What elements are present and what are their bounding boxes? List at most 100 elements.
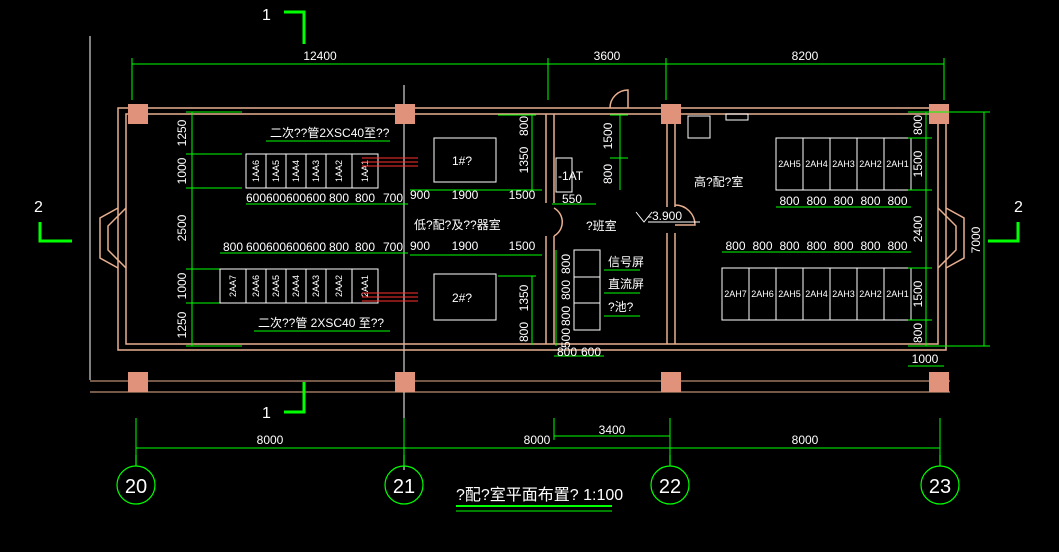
- top-dimensions: [89, 36, 945, 380]
- right-dim-1: 800: [911, 115, 925, 135]
- ah-top-dim: 800: [806, 194, 826, 208]
- dim-bottom-3: 3400: [599, 423, 626, 437]
- ah-top-cabinet-box: [883, 137, 912, 191]
- drawing-title: ?配?室平面布置? 1:100: [456, 486, 623, 504]
- right-vertical-dims: [908, 111, 990, 367]
- at-dim-550: 550: [562, 192, 582, 206]
- t1-side: 1350: [517, 146, 531, 173]
- bottom-dimensions: [135, 418, 941, 455]
- room-low-voltage: 低?配?及??器室: [414, 217, 501, 232]
- t1-margin: 800: [517, 116, 531, 136]
- aa-bot-dim: 700: [383, 240, 403, 254]
- aa-bot-dim: 600: [306, 240, 326, 254]
- ah-bot-dim: 800: [806, 239, 826, 253]
- aa-top-cabinet-label: 1AA1: [360, 160, 370, 182]
- ah-bot-cabinet-label: 2AH3: [832, 289, 855, 299]
- right-bottom-dim: 1000: [912, 352, 939, 366]
- aa-bot-dim: 600: [286, 240, 306, 254]
- row-dim-bot-a: 900: [410, 239, 430, 253]
- ah-bot-cabinet-label: 2AH6: [751, 289, 774, 299]
- conduit-bottom-label: 二次??管 2XSC40 至??: [258, 315, 384, 330]
- aa-top-dim: 700: [383, 191, 403, 205]
- at-panel: [552, 114, 628, 205]
- aa-bot-cabinet-label: 2AA2: [334, 275, 344, 297]
- columns: [128, 104, 949, 392]
- duty-panel-signal: 信号屏: [608, 255, 644, 269]
- at-dim-800: 800: [601, 164, 615, 184]
- section-mark-left: 2: [34, 199, 43, 216]
- right-dim-4: 1500: [911, 280, 925, 307]
- ah-top-dim: 800: [860, 194, 880, 208]
- at-dim-1500: 1500: [601, 122, 615, 149]
- aa-top-dim: 800: [329, 191, 349, 205]
- ah-bot-cabinet-label: 2AH5: [778, 289, 801, 299]
- aa-top-dim: 600: [266, 191, 286, 205]
- row-dim-top-b: 1500: [509, 188, 536, 202]
- axis-label-20: 20: [125, 476, 147, 498]
- ah-bot-cabinet-box: [883, 267, 912, 321]
- level-mark: [635, 211, 700, 223]
- ah-bot-dim: 800: [833, 239, 853, 253]
- left-dim-5: 1250: [175, 311, 189, 338]
- ah-top-dim: 800: [887, 194, 907, 208]
- row-dim-top-a: 900: [410, 188, 430, 202]
- aa-top-dim: 600: [286, 191, 306, 205]
- room-high-voltage: 高?配?室: [694, 174, 743, 189]
- dim-top-3: 8200: [792, 49, 819, 63]
- aa-bot-cabinet-label: 2AA3: [311, 275, 321, 297]
- right-dim-2: 1500: [911, 150, 925, 177]
- duty-panels: [554, 249, 640, 357]
- ah-top-cabinet-label: 2AH4: [805, 159, 828, 169]
- left-dim-1: 1250: [175, 119, 189, 146]
- axis-bubbles: [116, 455, 960, 505]
- aa-bot-dim: 600: [266, 240, 286, 254]
- aa-top-cabinet-label: 1AA4: [291, 160, 301, 182]
- aa-top-dim: 800: [355, 191, 375, 205]
- duty-dim-2: 800: [559, 280, 573, 300]
- right-dim-5: 800: [911, 323, 925, 343]
- ah-bot-cabinet-label: 2AH7: [724, 289, 747, 299]
- ah-top-dim: 800: [833, 194, 853, 208]
- dim-bottom-2: 8000: [524, 433, 551, 447]
- transformers: [410, 114, 542, 345]
- ah-bot-cabinet-label: 2AH4: [805, 289, 828, 299]
- axis-label-23: 23: [929, 476, 951, 498]
- left-dim-3: 2500: [175, 214, 189, 241]
- aa-bot-cabinet-label: 2AA5: [271, 275, 281, 297]
- t2-side: 1350: [517, 284, 531, 311]
- floor-level: -3.900: [648, 209, 682, 223]
- aa-top-cabinet-label: 1AA5: [271, 160, 281, 182]
- aa-top-cabinet-box: [351, 153, 379, 189]
- dim-bottom-4: 8000: [792, 433, 819, 447]
- left-dim-4: 1000: [175, 272, 189, 299]
- ah-bot-dim: 800: [752, 239, 772, 253]
- aa-top-cabinet-label: 1AA6: [251, 160, 261, 182]
- axis-label-22: 22: [659, 476, 681, 498]
- aa-bot-dim: 800: [355, 240, 375, 254]
- aa-bot-dim: 800: [223, 240, 243, 254]
- room-duty: ?班室: [586, 218, 617, 233]
- ah-top-cabinet-label: 2AH2: [859, 159, 882, 169]
- aa-bot-dim: 600: [246, 240, 266, 254]
- duty-dim-3: 800: [559, 306, 573, 326]
- ah-bot-cabinet-label: 2AH2: [859, 289, 882, 299]
- conduit-top-label: 二次??管2XSC40至??: [270, 125, 390, 140]
- duty-dim-1: 800: [559, 254, 573, 274]
- aa-bot-cabinet-label: 2AA1: [360, 275, 370, 297]
- left-dim-2: 1000: [175, 157, 189, 184]
- transformer-1-label: 1#?: [452, 154, 472, 168]
- duty-panel-battery: ?池?: [608, 300, 634, 314]
- duty-dim-4: 500: [559, 328, 573, 348]
- section-mark-bottom: 1: [262, 405, 271, 422]
- aa-top-dim: 600: [246, 191, 266, 205]
- ah-top-dim: 800: [779, 194, 799, 208]
- aa-top-cabinet-label: 1AA3: [311, 160, 321, 182]
- aa-bot-cabinet-label: 2AA4: [291, 275, 301, 297]
- duty-bottom-dim-1: 800: [557, 345, 577, 359]
- dim-bottom-1: 8000: [257, 433, 284, 447]
- right-dim-3: 2400: [911, 215, 925, 242]
